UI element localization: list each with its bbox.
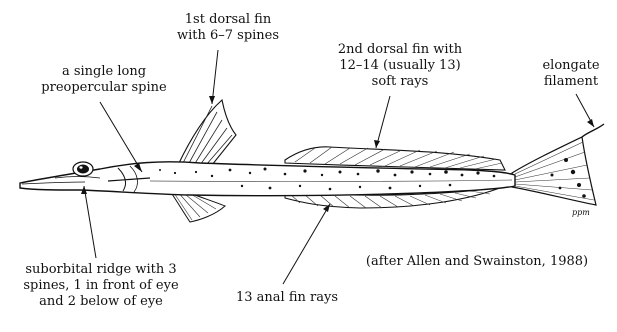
label-line: suborbital ridge with 3 bbox=[12, 262, 190, 278]
label-line: 13 anal fin rays bbox=[212, 290, 362, 306]
label-first-dorsal-fin: 1st dorsal fin with 6–7 spines bbox=[168, 12, 288, 44]
label-line: preopercular spine bbox=[34, 80, 174, 96]
label-line: 12–14 (usually 13) bbox=[320, 58, 480, 74]
label-second-dorsal-fin: 2nd dorsal fin with 12–14 (usually 13) s… bbox=[320, 42, 480, 90]
label-line: 1st dorsal fin bbox=[168, 12, 288, 28]
pointer-anal bbox=[283, 204, 330, 284]
caudal-fin bbox=[512, 137, 596, 205]
eye bbox=[73, 162, 93, 176]
label-line: and 2 below of eye bbox=[12, 294, 190, 310]
label-elongate-filament: elongate filament bbox=[526, 58, 616, 90]
label-line: filament bbox=[526, 74, 616, 90]
label-preopercular-spine: a single long preopercular spine bbox=[34, 64, 174, 96]
label-line: a single long bbox=[34, 64, 174, 80]
label-line: with 6–7 spines bbox=[168, 28, 288, 44]
pointer-second-dorsal bbox=[376, 96, 390, 148]
artist-signature: ppm bbox=[572, 208, 590, 217]
pointer-preopercular bbox=[100, 102, 142, 172]
label-line: 2nd dorsal fin with bbox=[320, 42, 480, 58]
label-anal-fin-rays: 13 anal fin rays bbox=[212, 290, 362, 306]
first-dorsal-fin bbox=[178, 100, 236, 165]
label-line: elongate bbox=[526, 58, 616, 74]
pointer-suborbital bbox=[84, 186, 96, 258]
label-line: soft rays bbox=[320, 74, 480, 90]
figure-credit: (after Allen and Swainston, 1988) bbox=[342, 254, 612, 270]
label-line: spines, 1 in front of eye bbox=[12, 278, 190, 294]
pointer-first-dorsal bbox=[212, 50, 218, 104]
label-suborbital-ridge: suborbital ridge with 3 spines, 1 in fro… bbox=[12, 262, 190, 310]
